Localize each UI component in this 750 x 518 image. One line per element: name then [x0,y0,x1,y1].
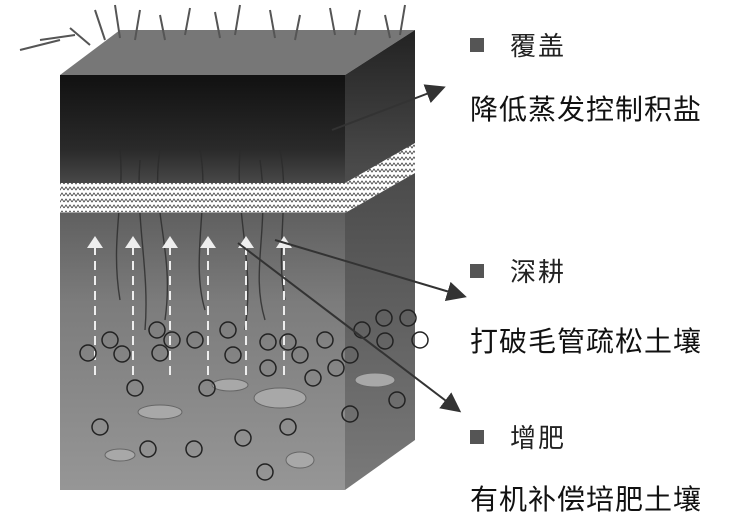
label-description: 有机补偿培肥土壤 [470,483,703,516]
square-bullet-icon [470,37,484,52]
side-face [345,30,415,490]
pointer-deep-tillage [274,239,467,302]
pointer-arrows [237,84,467,413]
surface-top [60,30,415,75]
pointer-cover [331,84,446,131]
label-description: 打破毛管疏松土壤 [470,325,703,358]
capillary-arrows [94,248,285,375]
square-bullet-icon [470,263,484,278]
label-fertilize: 增肥 [470,418,566,455]
pointer-fertilize [237,242,462,413]
front-face [60,75,345,490]
grass-icon [19,4,406,51]
organic-patches [104,372,396,469]
label-cover: 覆盖 [470,26,566,63]
label-description: 降低蒸发控制积盐 [470,93,703,126]
label-heading: 增肥 [510,424,567,454]
label-heading: 覆盖 [510,32,567,62]
square-bullet-icon [470,429,484,444]
soil-profile-diagram [19,4,467,490]
label-deep-tillage: 深耕 [470,252,566,289]
organic-particle-icon [79,309,429,481]
label-heading: 深耕 [510,258,567,288]
soil-block [19,4,429,490]
